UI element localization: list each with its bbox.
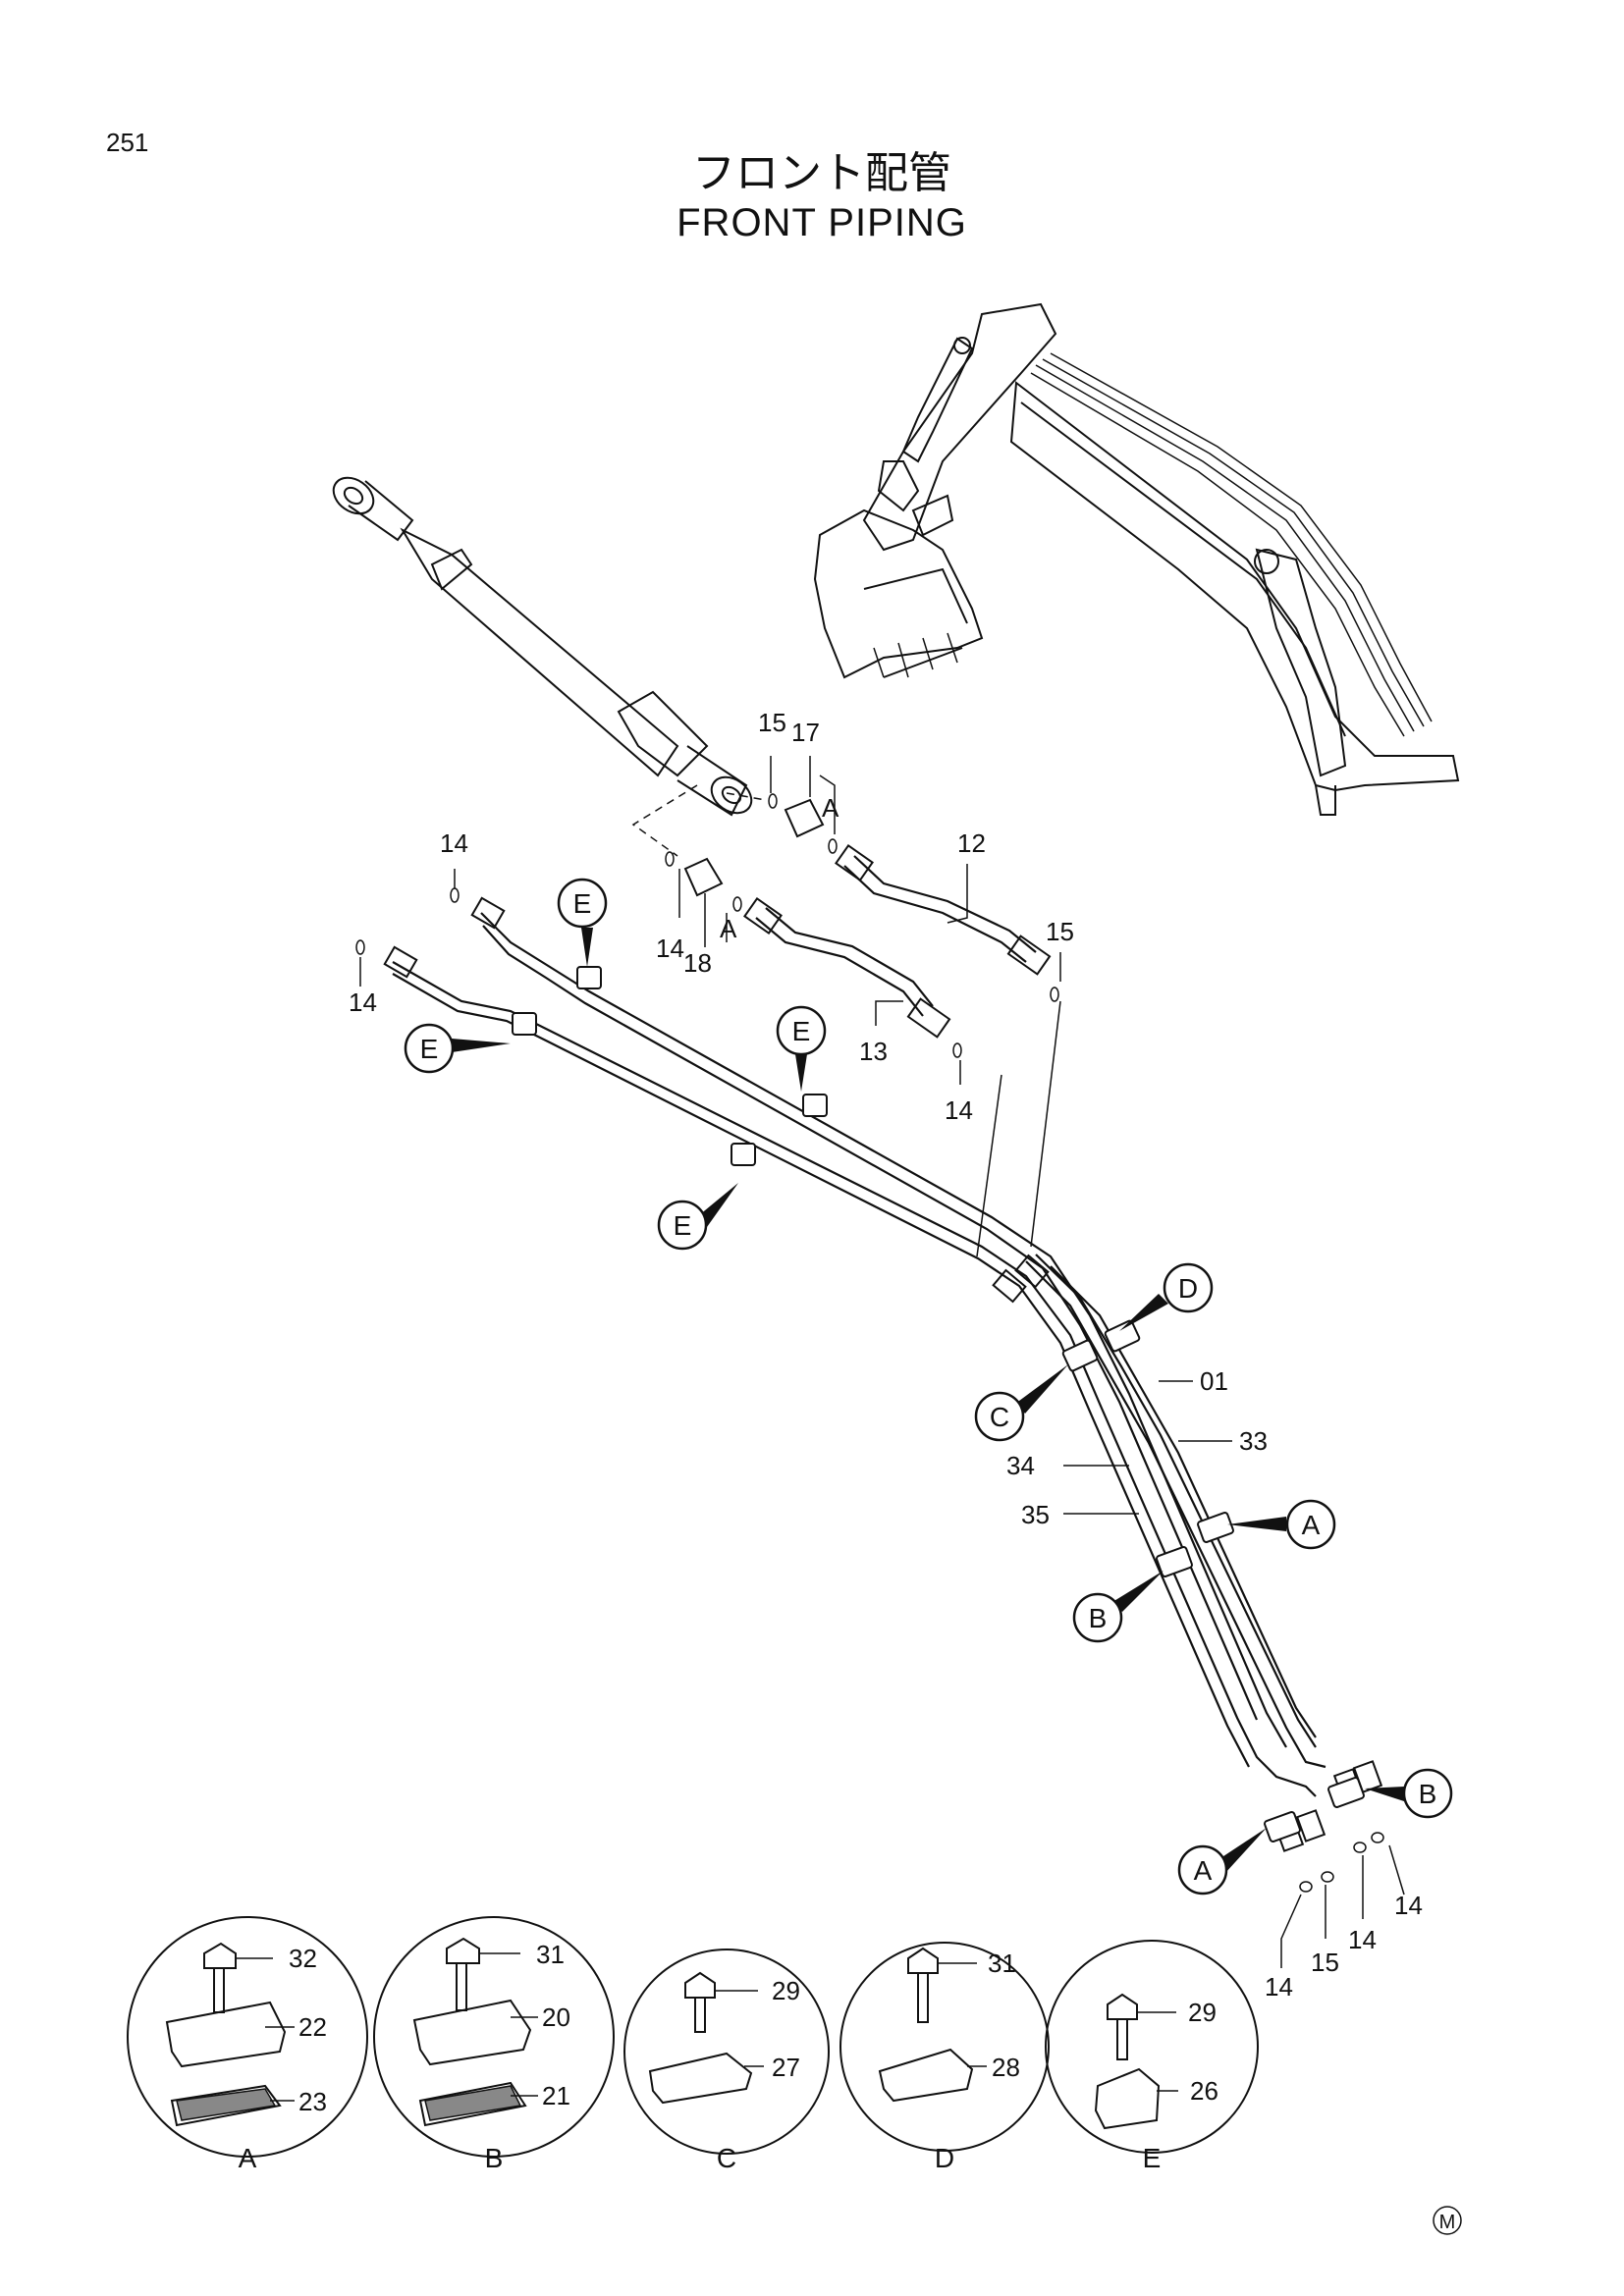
page-title-japanese: フロント配管 — [692, 148, 951, 198]
part-number: 22 — [298, 2012, 327, 2042]
svg-text:E: E — [674, 1210, 692, 1241]
part-number: 29 — [772, 1976, 800, 2005]
callout-e: E — [404, 1023, 511, 1074]
clamp-callouts: E E E E D C A — [404, 878, 1453, 1896]
svg-text:E: E — [792, 1016, 811, 1046]
detail-e: 29 26 E — [1045, 1940, 1259, 2173]
o-ring — [732, 896, 742, 912]
svg-text:B: B — [1089, 1603, 1108, 1633]
part-number: 20 — [542, 2002, 570, 2032]
callout-e: E — [776, 1005, 827, 1092]
part-number: A — [822, 793, 839, 823]
part-number: 15 — [1311, 1948, 1339, 1977]
part-number: A — [720, 914, 737, 943]
svg-text:D: D — [1178, 1273, 1198, 1304]
detail-a: 32 22 23 A — [127, 1916, 368, 2173]
detail-c: 29 27 C — [623, 1949, 830, 2173]
svg-text:M: M — [1439, 2212, 1456, 2233]
part-number: 14 — [1265, 1972, 1293, 2002]
svg-text:E: E — [573, 888, 592, 919]
part-number: 17 — [791, 718, 820, 747]
fittings-and-hoses — [355, 793, 1059, 1058]
pipe-assembly — [383, 896, 1384, 1893]
detail-d: 31 28 D — [839, 1942, 1050, 2173]
part-number: 14 — [945, 1095, 973, 1125]
part-number: 28 — [992, 2053, 1020, 2082]
detail-b: 31 20 21 B — [373, 1916, 615, 2173]
callout-e: E — [557, 878, 608, 967]
o-ring — [952, 1042, 962, 1058]
detail-label: D — [935, 2143, 954, 2173]
o-ring — [355, 939, 365, 955]
svg-text:A: A — [1302, 1510, 1321, 1540]
excavator-front-illustration — [813, 302, 1460, 816]
part-number: 14 — [656, 934, 684, 963]
page-number: 251 — [106, 128, 149, 157]
svg-text:E: E — [420, 1034, 439, 1064]
adapter-fitting — [784, 798, 825, 838]
detail-label: B — [485, 2143, 504, 2173]
page-title-english: FRONT PIPING — [677, 201, 967, 244]
part-number: 13 — [859, 1037, 888, 1066]
callout-b: B — [1365, 1768, 1453, 1819]
callout-e: E — [657, 1183, 738, 1251]
m-mark: M — [1433, 2206, 1462, 2235]
part-number: 12 — [957, 828, 986, 858]
part-number: 31 — [536, 1940, 565, 1969]
part-number: 34 — [1006, 1451, 1035, 1480]
part-number: 21 — [542, 2081, 570, 2110]
part-number: 18 — [683, 948, 712, 978]
o-ring — [1050, 987, 1059, 1002]
part-number: 14 — [440, 828, 468, 858]
part-number: 14 — [1348, 1925, 1377, 1954]
callout-c: C — [974, 1364, 1068, 1442]
callout-a: A — [1227, 1499, 1336, 1550]
callout-d: D — [1119, 1262, 1214, 1331]
o-ring — [665, 851, 675, 867]
callout-a: A — [1177, 1828, 1267, 1896]
svg-text:B: B — [1419, 1779, 1437, 1809]
detail-label: A — [239, 2143, 257, 2173]
part-number: 26 — [1190, 2076, 1218, 2106]
part-number-labels: 15 17 A 14 14 14 A 18 12 15 13 14 01 33 … — [349, 708, 1423, 2002]
part-number: 23 — [298, 2087, 327, 2116]
detail-label: E — [1143, 2143, 1162, 2173]
part-number: 32 — [289, 1944, 317, 1973]
part-number: 01 — [1200, 1366, 1228, 1396]
part-number: 27 — [772, 2053, 800, 2082]
part-number: 35 — [1021, 1500, 1050, 1529]
o-ring — [450, 887, 460, 903]
detail-label: C — [717, 2143, 736, 2173]
hydraulic-cylinder — [332, 476, 753, 817]
part-number: 29 — [1188, 1998, 1217, 2027]
part-number: 33 — [1239, 1426, 1268, 1456]
o-ring — [828, 838, 838, 854]
part-number: 14 — [1394, 1891, 1423, 1920]
part-number: 15 — [758, 708, 786, 737]
part-number: 15 — [1046, 917, 1074, 946]
clamp-detail-views: 32 22 23 A 31 20 21 B — [127, 1916, 1259, 2173]
adapter-fitting — [683, 857, 724, 897]
svg-text:A: A — [1194, 1855, 1213, 1886]
o-ring — [768, 793, 778, 809]
svg-text:C: C — [990, 1402, 1009, 1432]
part-number: 31 — [988, 1949, 1016, 1978]
callout-b: B — [1072, 1571, 1164, 1643]
part-number: 14 — [349, 988, 377, 1017]
